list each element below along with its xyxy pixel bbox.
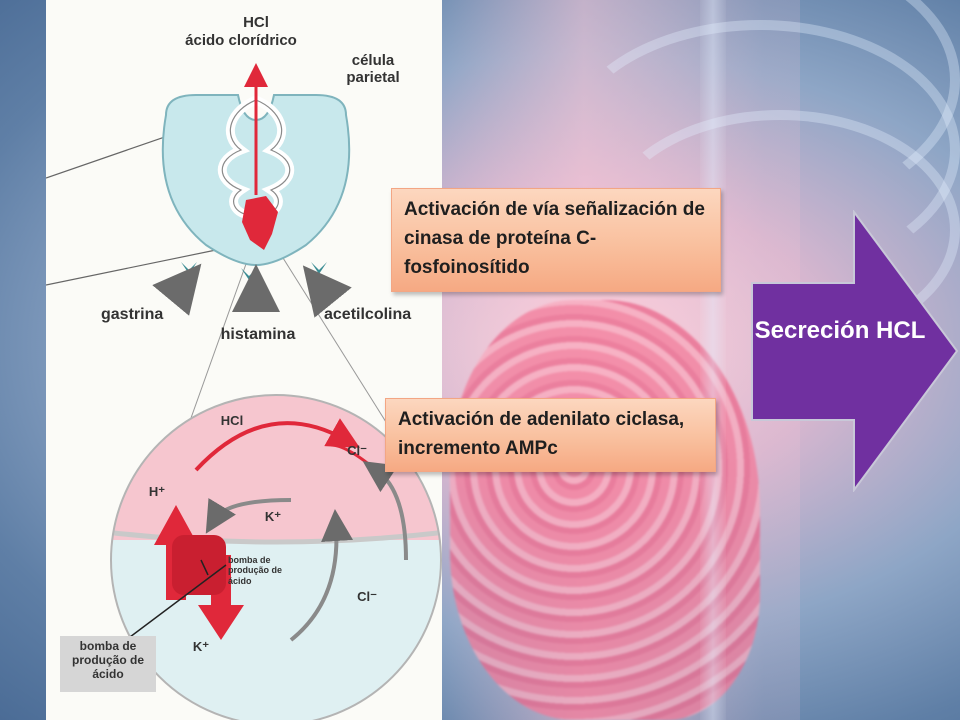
hcl-title: HCl [243, 14, 269, 31]
parietal-cell-figure: HCl ácido clorídrico célula parietal gas… [46, 0, 442, 720]
background-rib [560, 20, 960, 280]
callout-pkc-pathway: Activación de vía señalización de cinasa… [391, 188, 721, 292]
gastrin-label: gastrina [101, 306, 164, 323]
hydrogen-ion-label: H⁺ [148, 484, 166, 499]
parietal-cell-illustration [46, 63, 442, 720]
background-rib [600, 110, 960, 350]
callout-adenylate-cyclase: Activación de adenilato ciclasa, increme… [385, 398, 716, 472]
detail-hcl-label: HCl [220, 413, 244, 428]
background-intestine [450, 300, 760, 720]
acetylcholine-label: acetilcolina [324, 306, 412, 323]
pump-large-label: bomba de produção de ácido [60, 636, 156, 692]
chloride-top-label: Cl⁻ [347, 443, 367, 458]
pump-small-label: bomba de produção de ácido [228, 555, 283, 586]
hcl-subtitle: ácido clorídrico [185, 32, 297, 49]
secretion-arrow-label: Secreción HCL [754, 317, 926, 344]
chloride-bottom-label: Cl⁻ [357, 589, 377, 604]
secretion-arrow-shape [751, 210, 959, 492]
parietal-cell-label: célula parietal [346, 52, 400, 87]
histamine-label: histamina [220, 326, 296, 343]
potassium-mid-label: K⁺ [264, 509, 282, 524]
potassium-bottom-label: K⁺ [192, 639, 210, 654]
